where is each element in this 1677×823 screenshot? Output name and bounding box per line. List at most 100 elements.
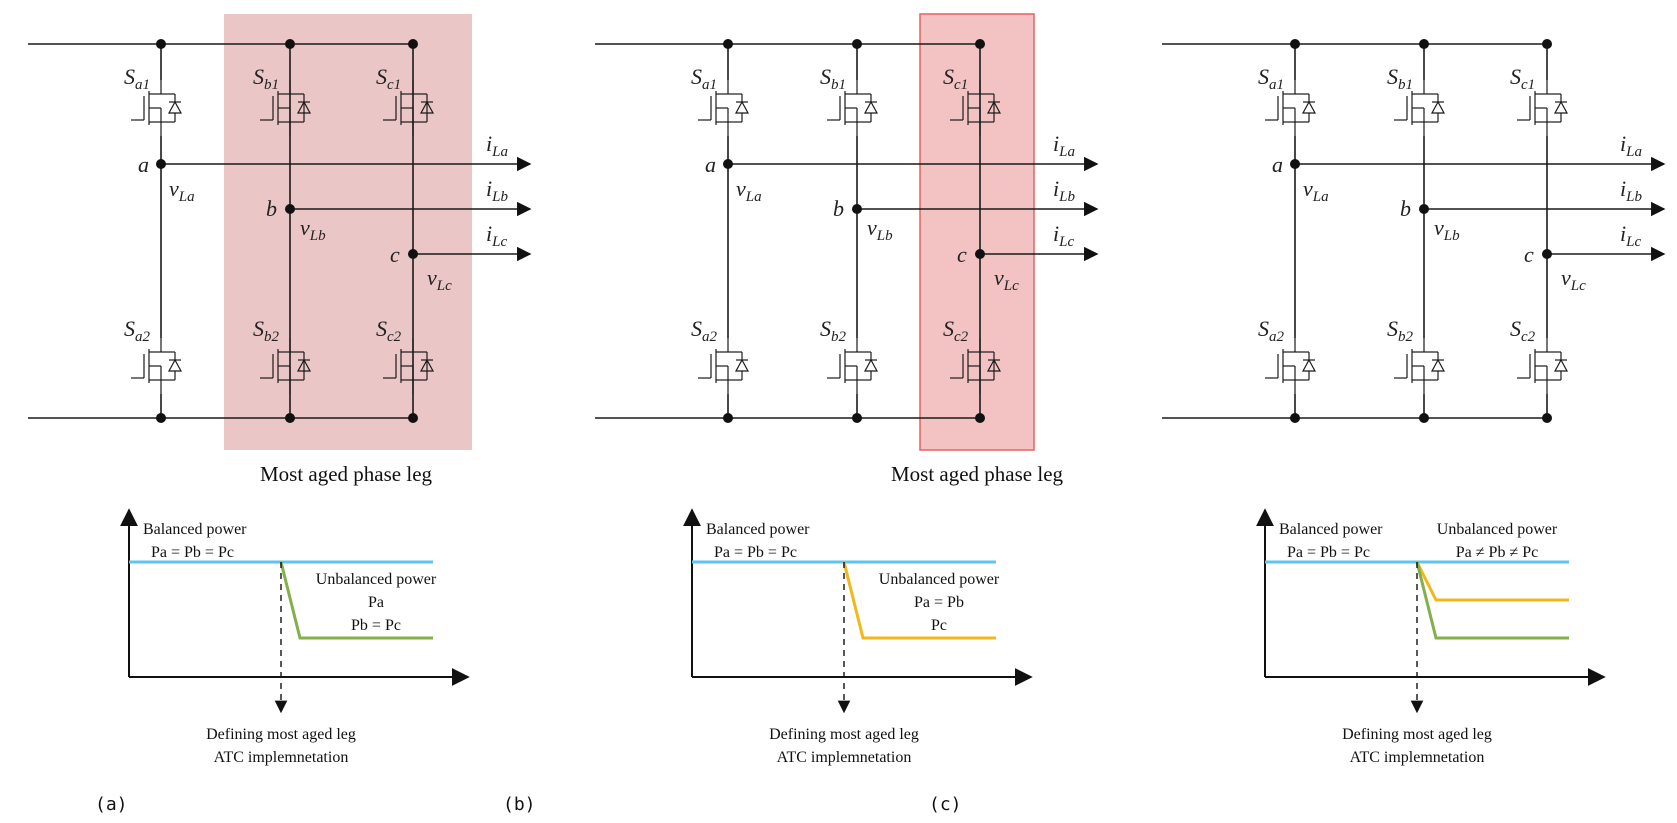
node-c-label: c <box>390 242 400 267</box>
panel-3: Sa1 Sb1 Sc1 Sa2 Sb2 Sc2 a b c vLa vLb vL… <box>1162 39 1666 766</box>
unbalanced-line-1: Pa <box>368 594 384 611</box>
current-a-label: iLa <box>486 131 508 160</box>
power-plot-3: Balanced power Pa = Pb = Pc Unbalanced p… <box>1256 508 1606 766</box>
node-a-label: a <box>138 152 149 177</box>
switch-sc2 <box>383 338 435 394</box>
switch-sc2 <box>1517 338 1577 394</box>
node-b-label: b <box>1400 196 1411 221</box>
node-b-label: b <box>833 196 844 221</box>
most-aged-label: Most aged phase leg <box>891 462 1064 486</box>
switch-sb2 <box>260 338 312 394</box>
voltage-b-label: vLb <box>867 215 893 244</box>
switch-sb1 <box>1394 80 1454 136</box>
switch-sa2 <box>698 338 758 394</box>
current-c-label: iLc <box>1620 221 1641 250</box>
voltage-c-label: vLc <box>427 265 452 294</box>
switch-sb2 <box>1394 338 1454 394</box>
node-a-label: a <box>1272 152 1283 177</box>
power-plot-1: Balanced power Pa = Pb = Pc Unbalanced p… <box>120 508 470 766</box>
switch-sa2 <box>1265 338 1325 394</box>
voltage-a-label: vLa <box>736 176 762 205</box>
unbalanced-power-line-a <box>1415 561 1569 640</box>
tag-c: (c) <box>929 794 962 815</box>
current-b-label: iLb <box>1620 176 1642 205</box>
label-sb2: Sb2 <box>253 316 280 345</box>
balanced-title: Balanced power <box>1279 521 1383 538</box>
switch-sa2 <box>131 338 191 394</box>
label-sa1: Sa1 <box>1258 64 1284 93</box>
current-c-label: iLc <box>486 221 507 250</box>
most-aged-label: Most aged phase leg <box>260 462 433 486</box>
label-sb2: Sb2 <box>820 316 847 345</box>
marker-text-2: ATC implemnetation <box>1350 749 1485 766</box>
node-b-label: b <box>266 196 277 221</box>
switch-sb1 <box>260 80 312 136</box>
label-sb2: Sb2 <box>1387 316 1414 345</box>
switch-sc1 <box>383 80 435 136</box>
unbalanced-power-line <box>279 561 433 640</box>
current-b-label: iLb <box>486 176 508 205</box>
label-sa2: Sa2 <box>691 316 718 345</box>
switch-sc1 <box>950 80 1002 136</box>
marker-text-1: Defining most aged leg <box>206 726 356 743</box>
current-a-label: iLa <box>1620 131 1642 160</box>
unbalanced-power-line-b <box>1415 561 1569 602</box>
unbalanced-power-line <box>842 561 996 640</box>
label-sa2: Sa2 <box>124 316 151 345</box>
balanced-eq: Pa = Pb = Pc <box>151 544 234 561</box>
unbalanced-line-2: Pb = Pc <box>351 617 401 634</box>
label-sc1: Sc1 <box>1510 64 1535 93</box>
tag-a: (a) <box>95 794 128 815</box>
unbalanced-line-1: Pa ≠ Pb ≠ Pc <box>1456 544 1538 561</box>
label-sc1: Sc1 <box>943 64 968 93</box>
marker-text-2: ATC implemnetation <box>777 749 912 766</box>
circuit-1: Sa1 Sb1 Sc1 Sa2 Sb2 Sc2 a b c vLa vLb vL… <box>28 39 532 423</box>
label-sa1: Sa1 <box>691 64 717 93</box>
label-sa2: Sa2 <box>1258 316 1285 345</box>
balanced-eq: Pa = Pb = Pc <box>714 544 797 561</box>
unbalanced-title: Unbalanced power <box>1437 521 1558 538</box>
power-plot-2: Balanced power Pa = Pb = Pc Unbalanced p… <box>683 508 1033 766</box>
balanced-title: Balanced power <box>706 521 810 538</box>
voltage-c-label: vLc <box>994 265 1019 294</box>
marker-text-2: ATC implemnetation <box>214 749 349 766</box>
current-b-label: iLb <box>1053 176 1075 205</box>
switch-sc1 <box>1517 80 1577 136</box>
label-sb1: Sb1 <box>1387 64 1413 93</box>
switch-sb1 <box>827 80 887 136</box>
node-c-label: c <box>1524 242 1534 267</box>
voltage-c-label: vLc <box>1561 265 1586 294</box>
switch-sb2 <box>827 338 887 394</box>
panel-1: Sa1 Sb1 Sc1 Sa2 Sb2 Sc2 a b c vLa vLb vL… <box>28 14 532 766</box>
marker-text-1: Defining most aged leg <box>769 726 919 743</box>
label-sb1: Sb1 <box>820 64 846 93</box>
unbalanced-line-1: Pa = Pb <box>914 594 964 611</box>
node-a-label: a <box>705 152 716 177</box>
current-c-label: iLc <box>1053 221 1074 250</box>
label-sb1: Sb1 <box>253 64 279 93</box>
unbalanced-title: Unbalanced power <box>316 571 437 588</box>
voltage-a-label: vLa <box>1303 176 1329 205</box>
unbalanced-line-2: Pc <box>931 617 947 634</box>
label-sc2: Sc2 <box>943 316 969 345</box>
node-c-label: c <box>957 242 967 267</box>
voltage-a-label: vLa <box>169 176 195 205</box>
label-sa1: Sa1 <box>124 64 150 93</box>
tag-b: (b) <box>503 794 536 815</box>
voltage-b-label: vLb <box>1434 215 1460 244</box>
label-sc2: Sc2 <box>376 316 402 345</box>
switch-sa1 <box>131 80 191 136</box>
switch-sa1 <box>1265 80 1325 136</box>
most-aged-highlight <box>224 14 472 450</box>
voltage-b-label: vLb <box>300 215 326 244</box>
balanced-eq: Pa = Pb = Pc <box>1287 544 1370 561</box>
switch-sc2 <box>950 338 1002 394</box>
switch-sa1 <box>698 80 758 136</box>
unbalanced-title: Unbalanced power <box>879 571 1000 588</box>
label-sc2: Sc2 <box>1510 316 1536 345</box>
label-sc1: Sc1 <box>376 64 401 93</box>
panel-2: Sa1 Sb1 Sc1 Sa2 Sb2 Sc2 a b c vLa vLb vL… <box>595 13 1099 766</box>
marker-text-1: Defining most aged leg <box>1342 726 1492 743</box>
most-aged-highlight <box>919 13 1035 451</box>
